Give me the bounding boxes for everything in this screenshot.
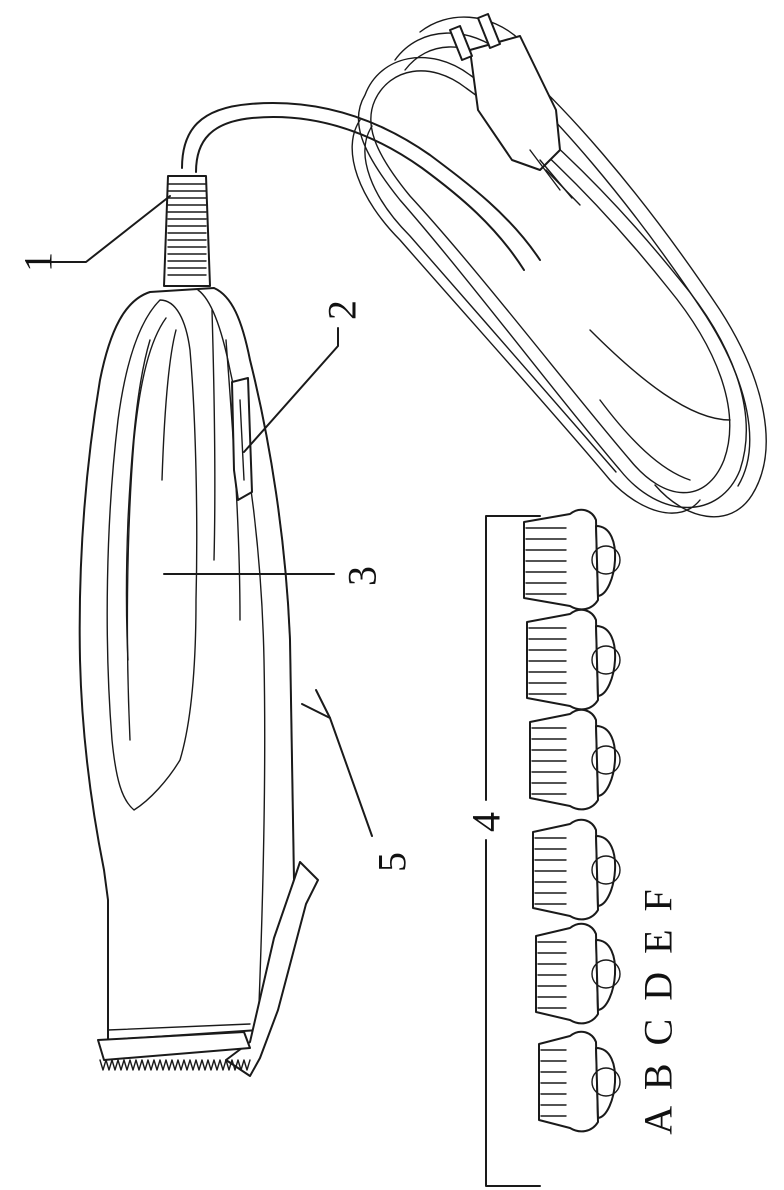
callout-1: 1 bbox=[16, 252, 61, 272]
leader-line-2 bbox=[243, 327, 339, 453]
callout-5: 5 bbox=[370, 852, 415, 872]
cord-strain-relief bbox=[163, 175, 211, 287]
callout-3: 3 bbox=[340, 566, 385, 586]
guide-combs bbox=[523, 508, 621, 1133]
guide-comb bbox=[538, 1030, 621, 1133]
guide-comb bbox=[526, 608, 621, 711]
arrow-5 bbox=[301, 689, 331, 719]
combs-bracket bbox=[485, 515, 541, 1187]
blade-head bbox=[97, 861, 319, 1077]
comb-size-letters: A B C D E F bbox=[636, 885, 681, 1135]
power-switch bbox=[231, 377, 253, 501]
leader-line-5 bbox=[329, 717, 373, 837]
guide-comb bbox=[529, 708, 621, 811]
callout-2: 2 bbox=[320, 300, 365, 320]
power-cord bbox=[181, 16, 767, 518]
leader-lines bbox=[49, 195, 373, 837]
power-plug bbox=[449, 13, 581, 206]
leader-line-1 bbox=[49, 195, 171, 263]
callout-labels: 1 2 3 4 5 A B C D E F bbox=[16, 252, 681, 1135]
clipper-body bbox=[78, 287, 295, 1041]
guide-comb bbox=[535, 922, 621, 1025]
guide-comb bbox=[523, 508, 621, 611]
guide-comb bbox=[532, 818, 621, 921]
callout-4: 4 bbox=[464, 812, 509, 832]
